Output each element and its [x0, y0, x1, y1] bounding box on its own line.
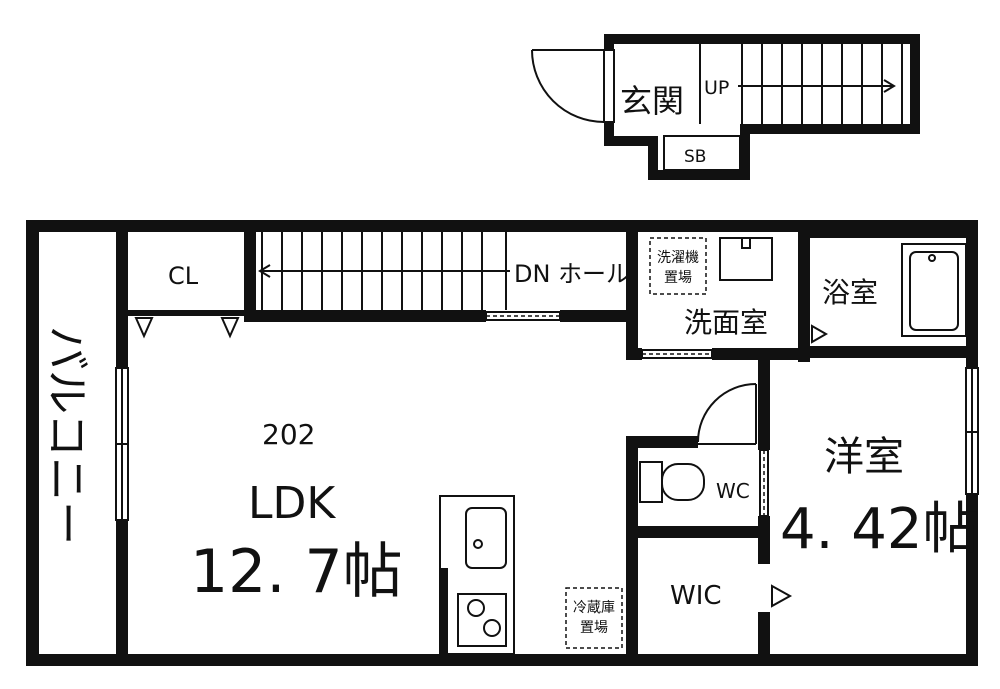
down-hall-label: DN ホール [514, 260, 630, 288]
fridge-label-line2: 置場 [580, 620, 608, 636]
entrance-wall-top [604, 34, 920, 44]
washbasin-faucet [741, 237, 751, 249]
western-area-label: 4. 42帖 [780, 497, 979, 562]
fridge-label-line1: 冷蔵庫 [573, 599, 615, 616]
toilet-tank [639, 461, 663, 503]
entrance-door-frame [603, 49, 615, 123]
bath-door-marker [811, 324, 829, 344]
entrance-wall-sb-left [648, 136, 658, 180]
wic-label: WIC [670, 581, 722, 611]
balcony-wall-upper [116, 232, 128, 368]
balcony-label-text: バルコニー [41, 326, 92, 545]
outer-wall-top [26, 220, 976, 232]
fridge-space [565, 587, 623, 649]
bathtub-inner [909, 251, 959, 331]
outer-wall-bottom [26, 654, 976, 666]
burner-right [483, 619, 501, 637]
closet-door-marker-right [220, 317, 240, 339]
western-wall-post [758, 516, 770, 538]
washer-space [649, 237, 707, 295]
stair-wall-bottom-left [244, 310, 486, 322]
entrance-wall-lower-left [604, 136, 658, 146]
outer-wall-left [26, 220, 38, 666]
bath-label: 浴室 [822, 276, 878, 309]
unit-number: 202 [262, 418, 315, 451]
entrance-block: 玄関 UP SB [531, 34, 920, 180]
kitchen-wall [440, 568, 448, 654]
wc-wic-divider [626, 526, 770, 538]
balcony-wall-lower [116, 520, 128, 654]
western-wall-upper [758, 358, 770, 450]
western-label: 洋室 [824, 434, 904, 480]
wc-wall-left [626, 436, 638, 654]
dn-arrow-icon [258, 264, 271, 278]
entrance-wall-bottom [648, 170, 750, 180]
up-label: UP [704, 77, 729, 99]
entrance-label: 玄関 [620, 82, 684, 120]
bathtub-drain [928, 254, 936, 262]
washer-label-line2: 置場 [664, 270, 692, 286]
washroom-wall-left [626, 232, 638, 358]
kitchen-sink [465, 507, 507, 569]
washer-label-line1: 洗濯機 [657, 250, 699, 266]
sink-drain [473, 539, 483, 549]
wc-door-swing [697, 383, 757, 443]
shoe-box-label: SB [684, 147, 706, 167]
balcony-label: バルコニー [41, 326, 92, 545]
toilet-bowl [661, 463, 705, 501]
upper-stair-treads [741, 44, 903, 124]
bath-wall-bottom [798, 346, 966, 358]
stair-wall-bottom-right [560, 310, 630, 322]
burner-left [467, 599, 485, 617]
up-arrow-icon [883, 79, 896, 93]
entrance-wall-step [740, 124, 750, 180]
wc-label: WC [716, 479, 750, 503]
washroom-wall-bottom-right [712, 348, 800, 360]
closet-wall-right [244, 232, 256, 314]
ldk-area-label: 12. 7帖 [190, 537, 403, 607]
wic-wall-bottom [758, 612, 770, 654]
shoe-box [663, 135, 741, 171]
entrance-wall-bottom-right [740, 124, 920, 134]
bath-wall-top-inner [810, 232, 966, 238]
main-unit [26, 220, 979, 666]
wc-wall-top [626, 436, 698, 448]
washroom-label: 洗面室 [684, 306, 768, 339]
entrance-door-swing [531, 49, 605, 123]
ldk-label: LDK [248, 478, 336, 529]
wic-door-marker [771, 584, 793, 608]
bath-wall-left [798, 232, 810, 362]
closet-door-marker-left [134, 317, 154, 339]
entrance-wall-right [910, 34, 920, 134]
washroom-wall-bottom-left [626, 348, 642, 360]
closet-rail [128, 310, 244, 316]
wic-wall-mid [758, 538, 770, 564]
closet-label: CL [168, 262, 199, 290]
